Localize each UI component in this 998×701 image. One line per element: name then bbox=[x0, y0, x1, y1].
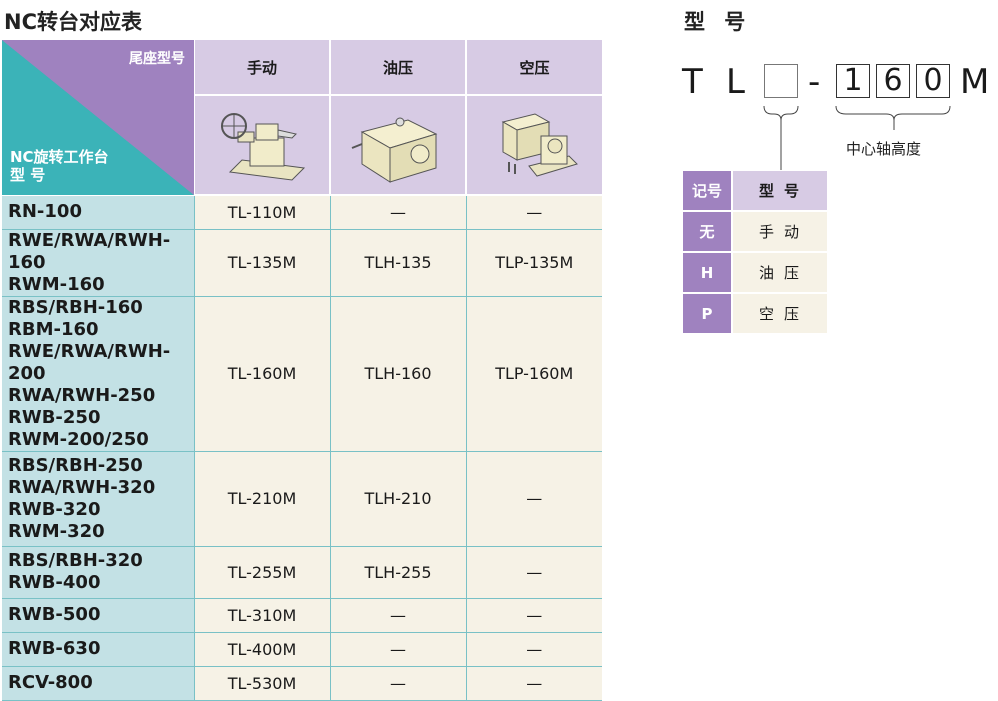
nc-model-name: RWB-630 bbox=[8, 638, 101, 659]
manual-value-cell: TL-110M bbox=[194, 195, 331, 230]
manual-value-cell: TL-135M bbox=[194, 229, 331, 297]
nc-model-name: RWM-200/250 bbox=[8, 428, 149, 450]
manual-value-cell: TL-400M bbox=[194, 632, 331, 667]
code-digit-1: 1 bbox=[836, 64, 870, 98]
pneumatic-value-cell: — bbox=[466, 598, 602, 633]
manual-value-cell: TL-530M bbox=[194, 666, 331, 701]
code-letter-t: T bbox=[682, 62, 703, 102]
manual-value-cell: TL-310M bbox=[194, 598, 331, 633]
code-row: 无手动 bbox=[683, 211, 827, 253]
code-header-type: 型号 bbox=[732, 171, 827, 212]
code-symbol: P bbox=[683, 293, 733, 335]
nc-model-name: RWE/RWA/RWH-200 bbox=[8, 340, 171, 384]
pneumatic-value-cell: — bbox=[466, 632, 602, 667]
nc-model-name: RWE/RWA/RWH-160 bbox=[8, 229, 171, 273]
code-header-symbol: 记号 bbox=[683, 171, 733, 212]
hydraulic-value-cell: TLH-255 bbox=[330, 546, 467, 599]
corner-diagonal bbox=[2, 40, 194, 195]
manual-value-cell: TL-160M bbox=[194, 296, 331, 452]
nc-model-name: RCV-800 bbox=[8, 672, 93, 693]
nc-model-name: RBS/RBH-250 bbox=[8, 454, 143, 476]
pneumatic-value-cell: TLP-160M bbox=[466, 296, 602, 452]
nc-model-name: RWM-320 bbox=[8, 520, 105, 542]
nc-model-cell: RCV-800 bbox=[2, 666, 195, 701]
nc-model-name: RBM-160 bbox=[8, 318, 99, 340]
model-title: 型 号 bbox=[684, 10, 752, 34]
pneumatic-value-cell: — bbox=[466, 451, 602, 547]
pneumatic-tailstock-image bbox=[466, 95, 602, 196]
code-dash: - bbox=[808, 62, 821, 102]
hydraulic-tailstock-image bbox=[330, 95, 467, 196]
nc-model-name: RWA/RWH-250 bbox=[8, 384, 156, 406]
nc-model-name: RWB-500 bbox=[8, 604, 101, 625]
pneumatic-value-cell: — bbox=[466, 546, 602, 599]
hydraulic-value-cell: — bbox=[330, 598, 467, 633]
hydraulic-value-cell: TLH-135 bbox=[330, 229, 467, 297]
page-title: NC转台对应表 bbox=[4, 10, 142, 34]
nc-model-name: RBS/RBH-320 bbox=[8, 550, 143, 571]
manual-value-cell: TL-210M bbox=[194, 451, 331, 547]
hydraulic-value-cell: TLH-160 bbox=[330, 296, 467, 452]
nc-model-cell: RWB-500 bbox=[2, 598, 195, 633]
manual-tailstock-image bbox=[194, 95, 331, 196]
nc-model-cell: RN-100 bbox=[2, 195, 195, 230]
code-digit-3: 0 bbox=[916, 64, 950, 98]
nc-model-name: RWM-160 bbox=[8, 273, 105, 295]
nc-model-name: RWA/RWH-320 bbox=[8, 476, 156, 498]
code-digit-2: 6 bbox=[876, 64, 910, 98]
pneumatic-value-cell: — bbox=[466, 666, 602, 701]
center-height-label: 中心轴高度 bbox=[846, 140, 922, 158]
code-header-row: 记号型号 bbox=[683, 171, 827, 212]
hydraulic-value-cell: — bbox=[330, 195, 467, 230]
manual-value-cell: TL-255M bbox=[194, 546, 331, 599]
nc-model-name: RWB-400 bbox=[8, 572, 101, 593]
code-symbol: H bbox=[683, 252, 733, 294]
hydraulic-value-cell: — bbox=[330, 666, 467, 701]
nc-model-cell: RWB-630 bbox=[2, 632, 195, 667]
code-brackets bbox=[763, 105, 951, 170]
pneumatic-value-cell: TLP-135M bbox=[466, 229, 602, 297]
table-corner-header: 尾座型号 NC旋转工作台 型 号 bbox=[2, 40, 195, 196]
column-header-manual: 手动 bbox=[194, 40, 331, 96]
tailstock-model-label: 尾座型号 bbox=[129, 51, 185, 67]
code-type: 手动 bbox=[732, 211, 827, 253]
nc-table-model-label: NC旋转工作台 型 号 bbox=[10, 148, 109, 184]
code-letter-l: L bbox=[726, 62, 745, 102]
code-symbol: 无 bbox=[683, 211, 733, 253]
nc-model-name: RWB-320 bbox=[8, 498, 101, 520]
code-suffix: M bbox=[960, 62, 990, 102]
pneumatic-value-cell: — bbox=[466, 195, 602, 230]
hydraulic-value-cell: TLH-210 bbox=[330, 451, 467, 547]
hydraulic-value-cell: — bbox=[330, 632, 467, 667]
correspondence-table: 尾座型号 NC旋转工作台 型 号 手动 油压 空压 bbox=[2, 40, 602, 701]
nc-model-name: RWB-250 bbox=[8, 406, 101, 428]
column-header-hydraulic: 油压 bbox=[330, 40, 467, 96]
nc-model-name: RBS/RBH-160 bbox=[8, 296, 143, 318]
code-type: 油压 bbox=[732, 252, 827, 294]
column-header-pneumatic: 空压 bbox=[466, 40, 602, 96]
code-type-box bbox=[764, 64, 798, 98]
code-type: 空压 bbox=[732, 293, 827, 335]
nc-model-name: RN-100 bbox=[8, 201, 82, 223]
